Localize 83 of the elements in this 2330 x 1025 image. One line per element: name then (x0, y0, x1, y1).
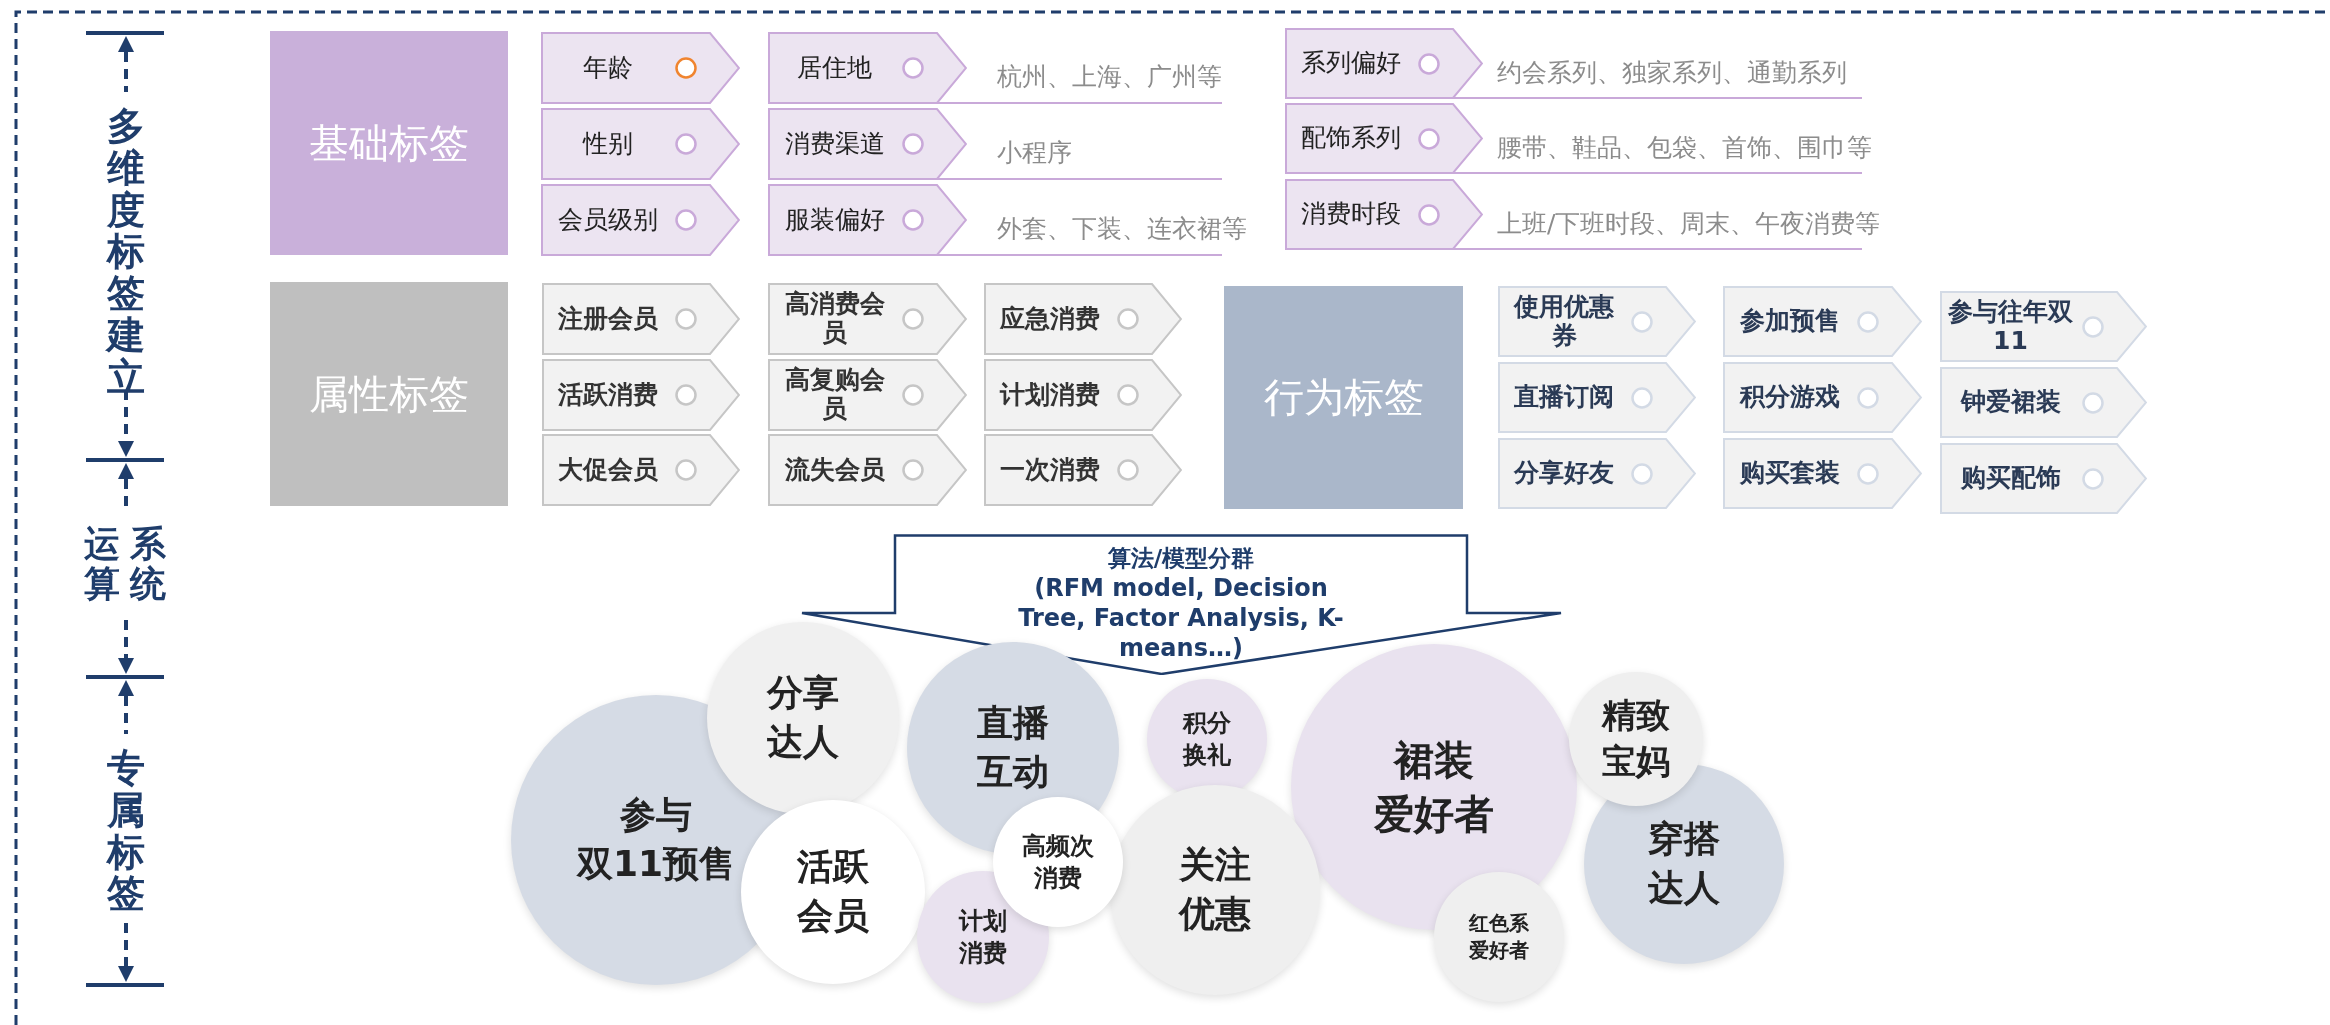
category-label: 行为标签 (1263, 373, 1424, 422)
bubble-label: 关注优惠 (1179, 843, 1251, 936)
tag-arrow-box (542, 283, 740, 355)
vertical-label: 专属标签 (107, 748, 145, 916)
tag-label: 年龄 (582, 53, 633, 83)
tag-arrow-box (768, 32, 967, 104)
tag-arrow-box (1498, 286, 1696, 357)
tag-label: 直播订阅 (1514, 383, 1614, 412)
tag-arrow-box (541, 184, 740, 256)
category-label: 基础标签 (309, 118, 469, 168)
tag-arrow-box (1723, 362, 1922, 433)
tag-description: 约会系列、独家系列、通勤系列 (1497, 56, 1847, 89)
tag-label: 性别 (582, 129, 633, 159)
tag-label: 活跃消费 (558, 380, 658, 410)
tag-description: 杭州、上海、广州等 (997, 61, 1222, 93)
tag-arrow-box (984, 283, 1182, 355)
tag-arrow-box (1285, 103, 1483, 174)
tag-label: 购买配饰 (1960, 464, 2061, 493)
tag-label: 购买套装 (1739, 459, 1840, 488)
tag-arrow-box (1940, 367, 2147, 438)
tag-arrow-box (768, 359, 967, 431)
tag-arrow-box (768, 434, 967, 506)
bubble-label: 精致宝妈 (1602, 694, 1670, 783)
tag-label: 参与往年双11 (1948, 297, 2073, 356)
bubble-label: 分享达人 (767, 671, 839, 764)
vertical-label: 系统运算 (84, 524, 166, 604)
tag-label: 会员级别 (557, 205, 658, 235)
tag-label: 大促会员 (558, 455, 658, 485)
category-label: 属性标签 (309, 369, 469, 419)
tag-arrow-box (1723, 286, 1922, 357)
tag-label: 一次消费 (1000, 455, 1100, 485)
category-block (270, 282, 508, 506)
tag-label: 流失会员 (784, 455, 885, 485)
bubble-label: 活跃会员 (797, 845, 869, 938)
tag-arrow-box (1498, 362, 1696, 433)
bubble-label: 参与双11预售 (576, 793, 736, 886)
tag-arrow-box (1498, 438, 1696, 509)
bubble-label: 积分换礼 (1183, 707, 1231, 771)
arrow-title: 算法/模型分群 (1106, 544, 1256, 573)
arrow-text: (RFM model, Decision Tree, Factor Analysis, K-means…) (1017, 572, 1345, 663)
tag-label: 高消费会员 (783, 290, 886, 348)
bubble-label: 红色系爱好者 (1469, 910, 1529, 964)
bubble-label: 高频次消费 (1022, 830, 1094, 894)
tag-label: 系列偏好 (1301, 49, 1401, 78)
tag-description: 外套、下装、连衣裙等 (997, 213, 1247, 245)
tag-arrow-box (768, 108, 967, 180)
tag-arrow-box (768, 283, 967, 355)
tag-description: 腰带、鞋品、包袋、首饰、围巾等 (1497, 131, 1872, 164)
tag-label: 分享好友 (1514, 459, 1614, 488)
tag-arrow-box (1723, 438, 1922, 509)
tag-arrow-box (1940, 443, 2147, 514)
tag-arrow-box (542, 434, 740, 506)
tag-label: 积分游戏 (1739, 383, 1840, 412)
tag-label: 配饰系列 (1301, 124, 1401, 153)
tag-label: 消费渠道 (784, 129, 885, 159)
tag-label: 高复购会员 (783, 366, 886, 424)
bubble-label: 直播互动 (977, 701, 1049, 794)
tag-description: 小程序 (997, 137, 1072, 169)
bubble-label: 计划消费 (959, 905, 1007, 969)
tag-arrow-box (1940, 291, 2147, 362)
tag-label: 应急消费 (1000, 304, 1100, 334)
category-block (1224, 286, 1463, 509)
tag-arrow-box (541, 108, 740, 180)
bubble-label: 裙装爱好者 (1374, 736, 1494, 839)
tag-arrow-box (984, 434, 1182, 506)
bubble-label: 穿搭达人 (1648, 817, 1720, 910)
tag-arrow-box (1285, 179, 1483, 250)
tag-label: 服装偏好 (784, 205, 885, 235)
category-block (270, 31, 508, 255)
tag-label: 钟爱裙装 (1960, 388, 2061, 417)
tag-label: 消费时段 (1301, 200, 1401, 229)
tag-arrow-box (541, 32, 740, 104)
tag-label: 参加预售 (1739, 307, 1840, 336)
tag-label: 使用优惠券 (1512, 292, 1615, 351)
tag-label: 注册会员 (558, 304, 658, 334)
tag-arrow-box (1285, 28, 1483, 99)
tag-arrow-box (984, 359, 1182, 431)
tag-description: 上班/下班时段、周末、午夜消费等 (1497, 207, 1881, 240)
tag-arrow-box (768, 184, 967, 256)
tag-label: 计划消费 (1000, 380, 1100, 410)
tag-arrow-box (542, 359, 740, 431)
vertical-label: 多维度标签建立 (107, 106, 145, 399)
tag-label: 居住地 (797, 53, 872, 83)
